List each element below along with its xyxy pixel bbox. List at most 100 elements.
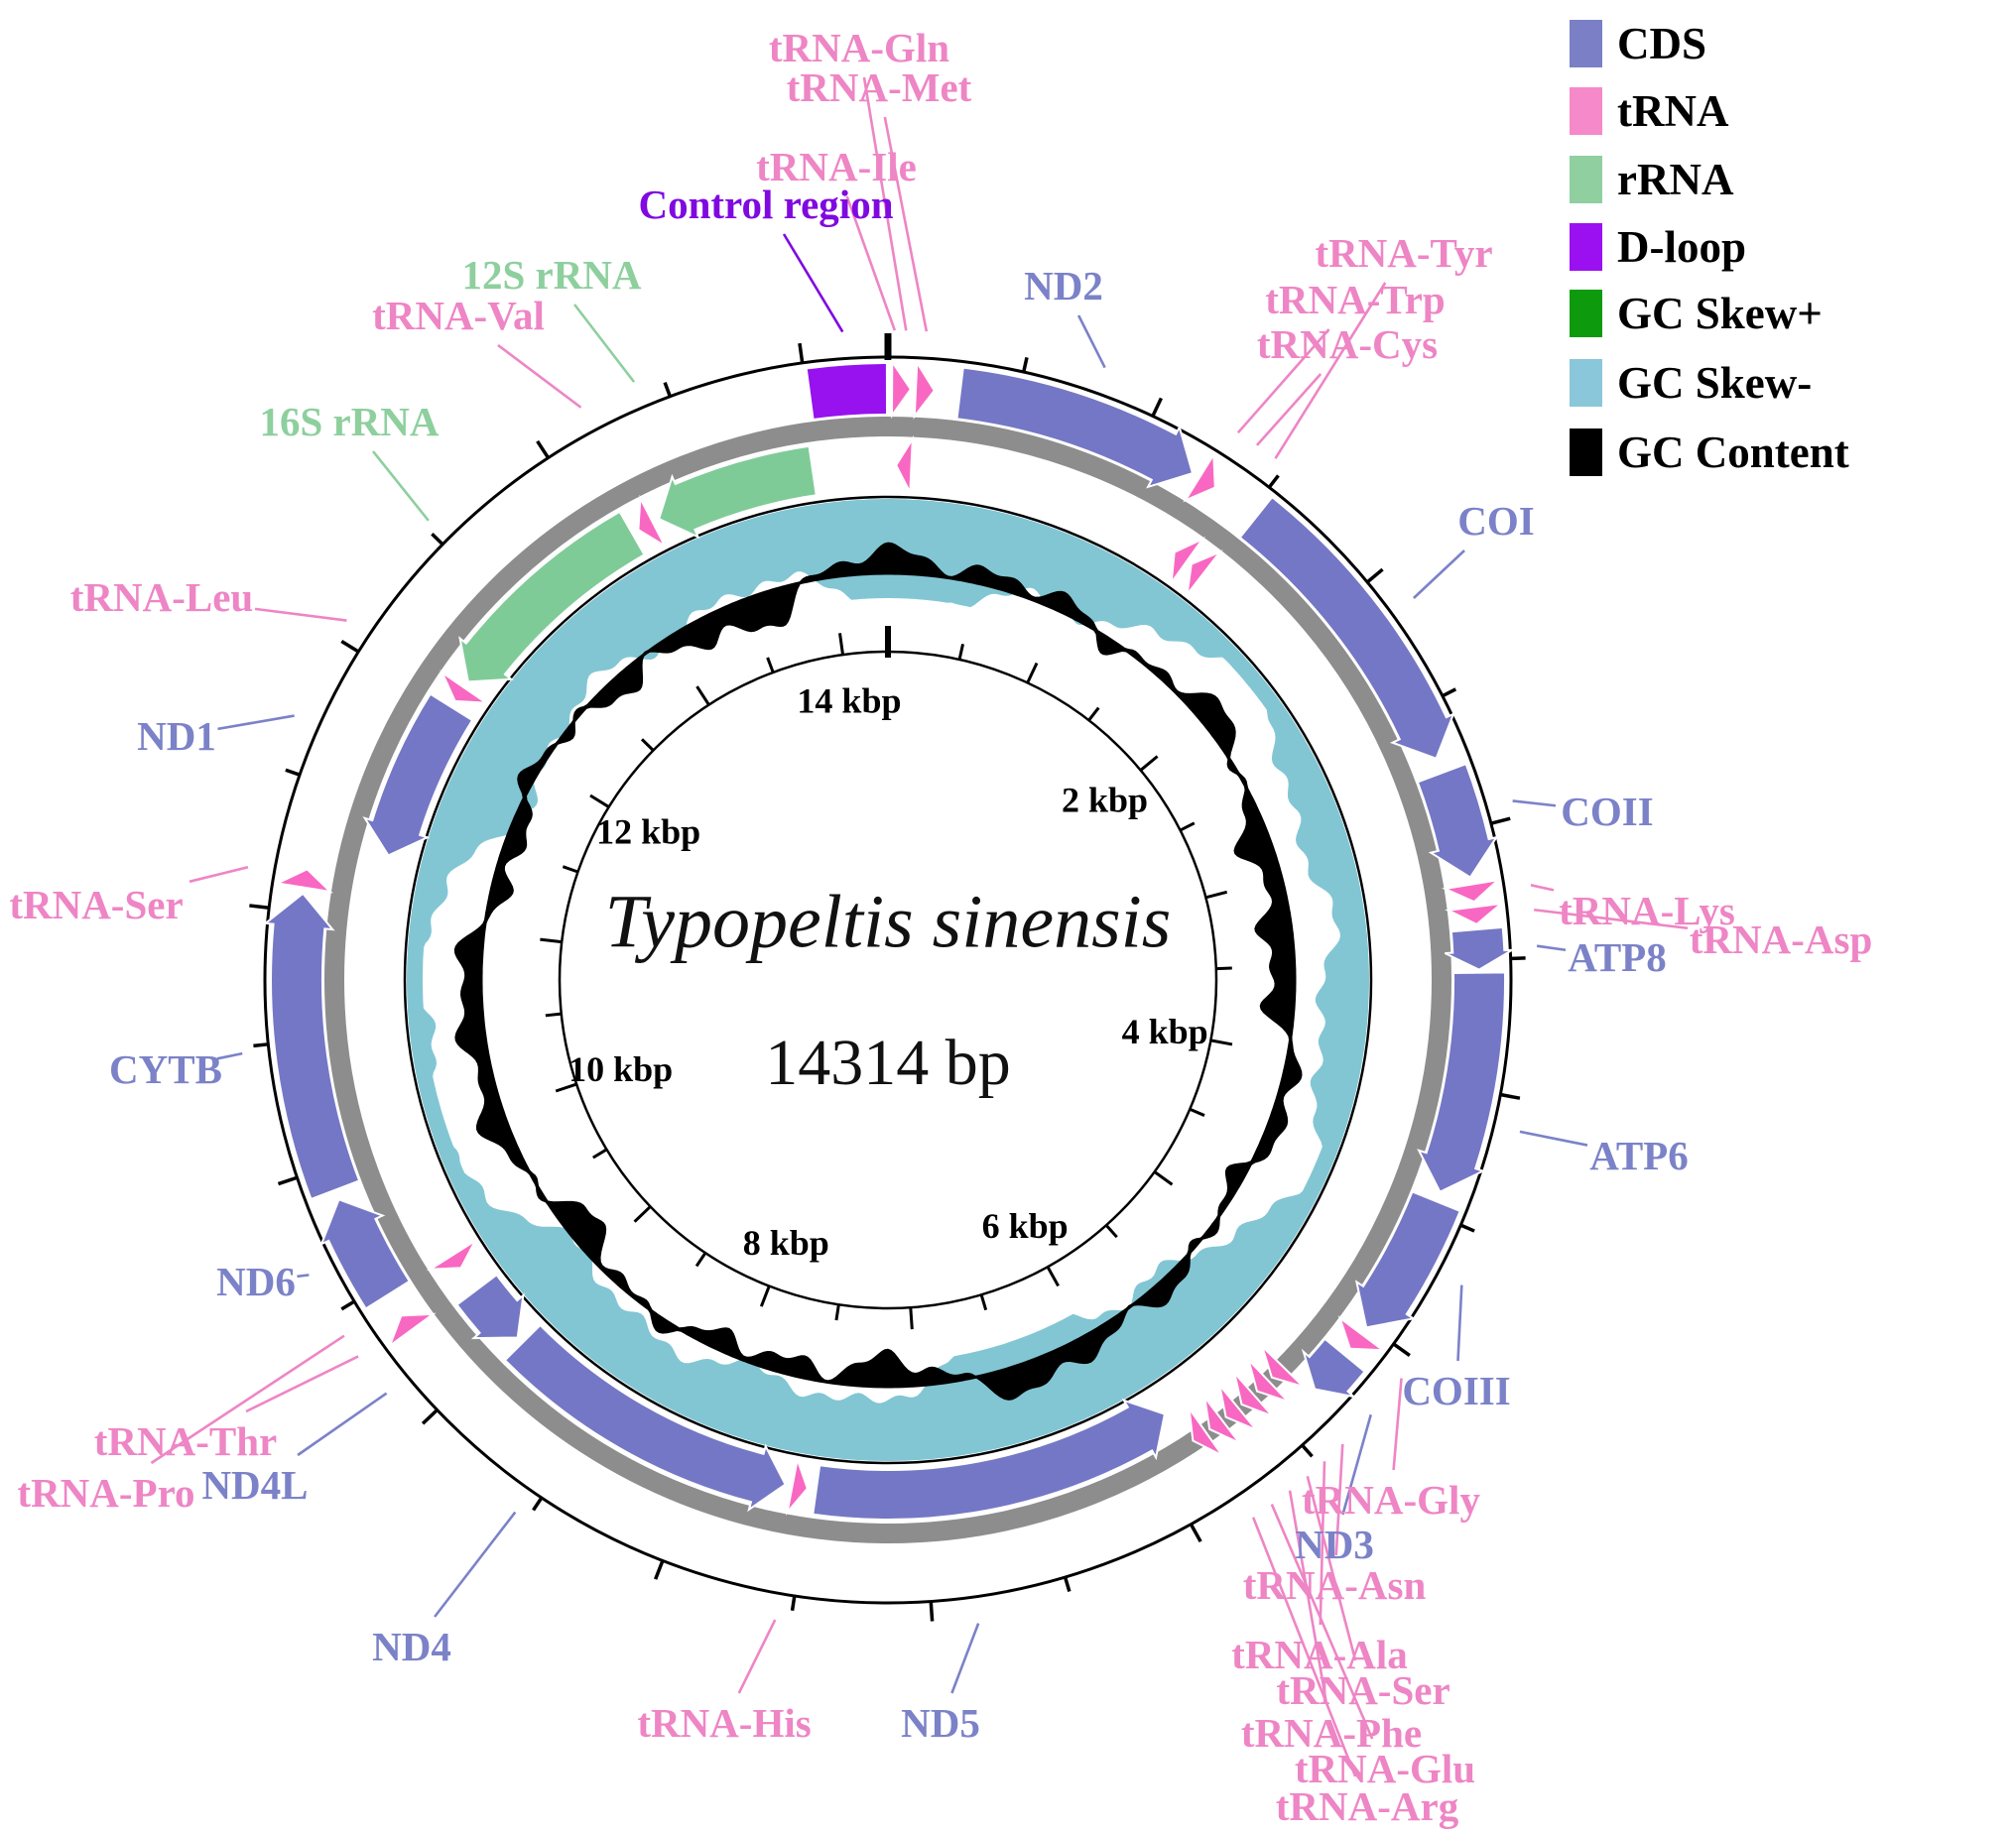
outer-tick (1442, 687, 1457, 698)
legend-row-dloop: D-loop (1570, 223, 1746, 271)
gene-label-ND4: ND4 (372, 1624, 451, 1669)
outer-tick (249, 904, 270, 910)
gene-label-12S rRNA: 12S rRNA (461, 252, 641, 298)
feature-trnI (890, 358, 913, 420)
leader-tRNA-Arg (1251, 1517, 1357, 1777)
leader-tRNA-Leu (254, 607, 347, 622)
legend-row-gcskew-minus: GC Skew- (1570, 359, 1812, 407)
outer-tick (798, 342, 805, 364)
leader-tRNA-Asp (1534, 908, 1689, 930)
leader-ND4 (434, 1511, 517, 1618)
legend-row-cds: CDS (1570, 20, 1706, 67)
outer-tick (663, 381, 672, 398)
leader-COI (1413, 550, 1465, 599)
ruler-tick (1153, 1170, 1174, 1186)
ruler-tick (1046, 1266, 1060, 1287)
ruler-tick (545, 1012, 562, 1018)
outer-tick (1301, 1443, 1314, 1458)
outer-tick (929, 1601, 935, 1622)
leader-tRNA-Thr (245, 1355, 359, 1413)
gene-label-tRNA-Gln: tRNA-Gln (769, 25, 949, 70)
outer-tick (340, 640, 360, 654)
outer-tick (1459, 1223, 1475, 1233)
gene-label-Control region: Control region (638, 182, 893, 227)
legend-row-rrna: rRNA (1570, 156, 1733, 203)
ruler-label: 12 kbp (596, 811, 700, 851)
legend-label-cds: CDS (1617, 19, 1707, 68)
feature-COI (1238, 495, 1455, 760)
ruler-tick (695, 685, 710, 706)
ruler-tick (766, 657, 775, 673)
leader-ND2 (1076, 314, 1106, 369)
outer-tick (1063, 1576, 1071, 1592)
gc-skew-boundary-circle (403, 495, 1373, 1465)
feature-trnS2 (274, 868, 333, 894)
ruler-tick (592, 1148, 608, 1160)
feature-trnC (1170, 536, 1206, 587)
ruler-tick (1215, 966, 1232, 971)
ruler-label: 8 kbp (743, 1223, 829, 1263)
gene-label-tRNA-Asp: tRNA-Asp (1690, 917, 1873, 962)
gene-label-ND6: ND6 (216, 1259, 296, 1304)
gene-label-tRNA-Val: tRNA-Val (372, 293, 545, 338)
feature-COII (1416, 762, 1499, 879)
outer-tick (340, 1299, 356, 1311)
feature-trnP (426, 1238, 478, 1271)
gene-label-tRNA-Met: tRNA-Met (787, 64, 972, 110)
leader-tRNA-Lys (1530, 884, 1555, 892)
ruler-tick (1189, 1107, 1205, 1117)
leader-tRNA-Tyr (1274, 282, 1387, 459)
gene-label-tRNA-Ser: tRNA-Ser (1276, 1667, 1449, 1713)
feature-trnD (1445, 902, 1505, 926)
feature-ND4 (503, 1323, 787, 1513)
genome-length: 14314 bp (765, 1027, 1011, 1099)
outer-tick (532, 1497, 544, 1512)
ruler-label: 2 kbp (1062, 781, 1148, 820)
leader-ND3 (1341, 1413, 1373, 1516)
outer-tick (654, 1559, 665, 1580)
backbone-ring (324, 417, 1451, 1543)
gene-label-tRNA-His: tRNA-His (637, 1700, 811, 1746)
outer-tick (1510, 956, 1526, 961)
outer-tick (421, 1408, 439, 1425)
gene-label-tRNA-Trp: tRNA-Trp (1265, 277, 1445, 322)
gene-label-tRNA-Arg: tRNA-Arg (1276, 1783, 1459, 1829)
feature-control-region (805, 361, 889, 422)
feature-trnY (1186, 550, 1223, 598)
outer-tick (431, 533, 444, 547)
ruler-label: 6 kbp (982, 1206, 1069, 1246)
feature-trnG (1337, 1315, 1387, 1352)
feature-rrnS-12S (657, 444, 818, 540)
ruler-tick (1139, 755, 1159, 772)
gene-label-tRNA-Ile: tRNA-Ile (756, 144, 917, 189)
ruler-circle (558, 650, 1218, 1310)
leader-COIII (1456, 1284, 1463, 1362)
ruler-tick (540, 937, 563, 944)
ruler-tick (759, 1285, 771, 1307)
leader-ATP8 (1536, 944, 1567, 952)
rrna-color-swatch (1570, 156, 1602, 203)
gene-label-ND2: ND2 (1024, 263, 1103, 308)
outer-tick (277, 1175, 299, 1186)
feature-ND1 (362, 692, 474, 857)
leader-ND5 (950, 1623, 980, 1694)
gene-label-tRNA-Lys: tRNA-Lys (1559, 888, 1735, 933)
feature-trnF (1218, 1384, 1257, 1431)
ruler-tick (957, 643, 965, 661)
feature-ND6 (319, 1198, 412, 1310)
gene-label-COIII: COIII (1402, 1368, 1510, 1413)
ruler-tick (1104, 1224, 1118, 1239)
feature-ND4L (455, 1273, 525, 1340)
leader-tRNA-Ser (189, 865, 249, 884)
feature-trnM (913, 359, 937, 420)
feature-trnW (1183, 451, 1216, 503)
ruler-tick (1179, 821, 1196, 832)
feature-trnA (1247, 1359, 1290, 1404)
gene-label-ATP8: ATP8 (1568, 934, 1666, 980)
gene-label-tRNA-Ala: tRNA-Ala (1231, 1632, 1408, 1677)
ruler-tick (1205, 890, 1228, 900)
gccontent-color-swatch (1570, 428, 1602, 476)
outer-tick (790, 1595, 797, 1611)
feature-trnN (1261, 1345, 1305, 1388)
ruler-tick (909, 1307, 914, 1330)
